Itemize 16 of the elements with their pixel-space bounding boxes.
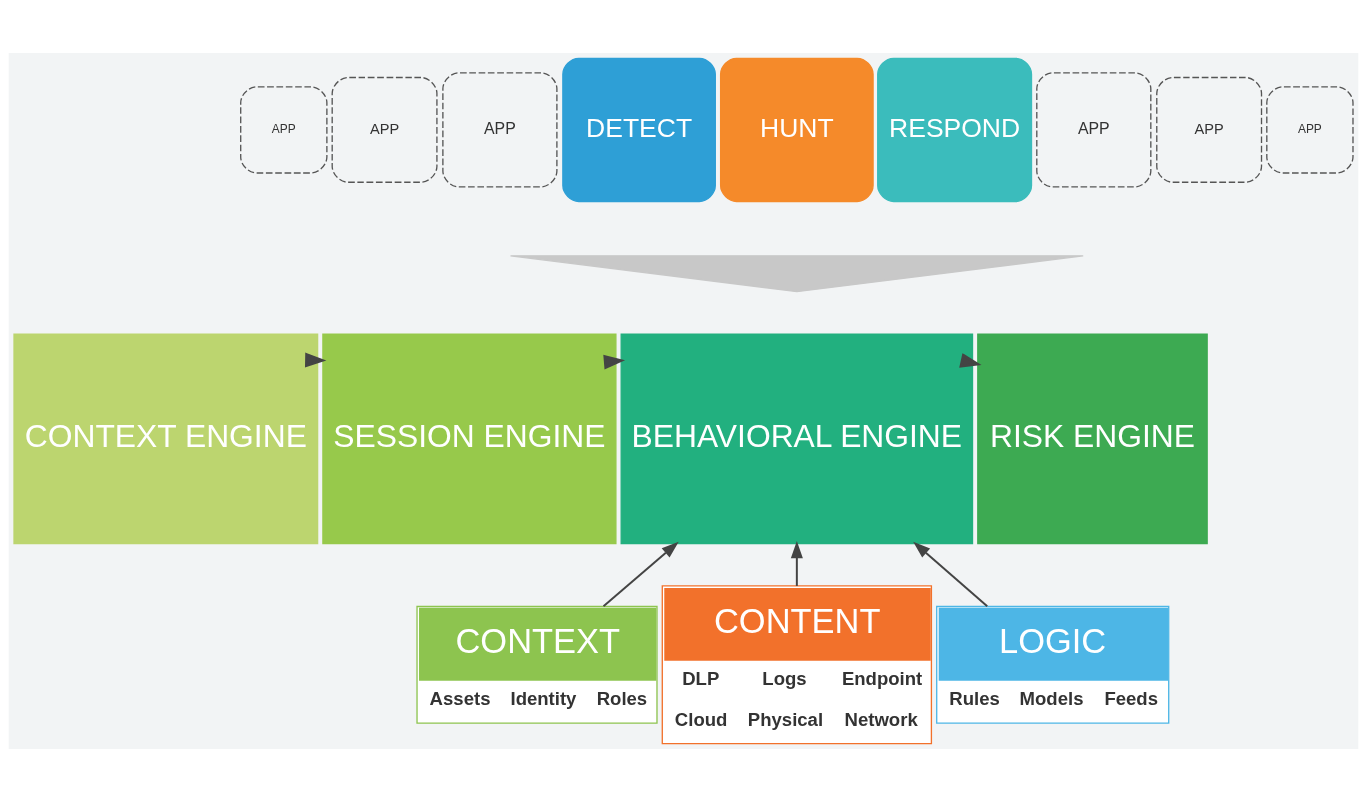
node-triangle [509,255,1084,293]
arrow [602,541,679,608]
node-box: APP [1266,86,1354,174]
node-box: APP [240,86,328,174]
node-box: DETECT [562,57,716,203]
node-box: APP [1036,72,1152,188]
node-box: HUNT [719,57,874,203]
arrow [603,354,626,370]
node-box: APP [442,72,558,188]
arrow [790,540,803,587]
arrow [304,352,327,368]
node-box: APP [1156,76,1263,183]
node-box: RISK ENGINE [977,333,1208,545]
node-box: APP [331,76,438,183]
node-box: RESPOND [877,57,1033,203]
arrow [913,541,989,608]
